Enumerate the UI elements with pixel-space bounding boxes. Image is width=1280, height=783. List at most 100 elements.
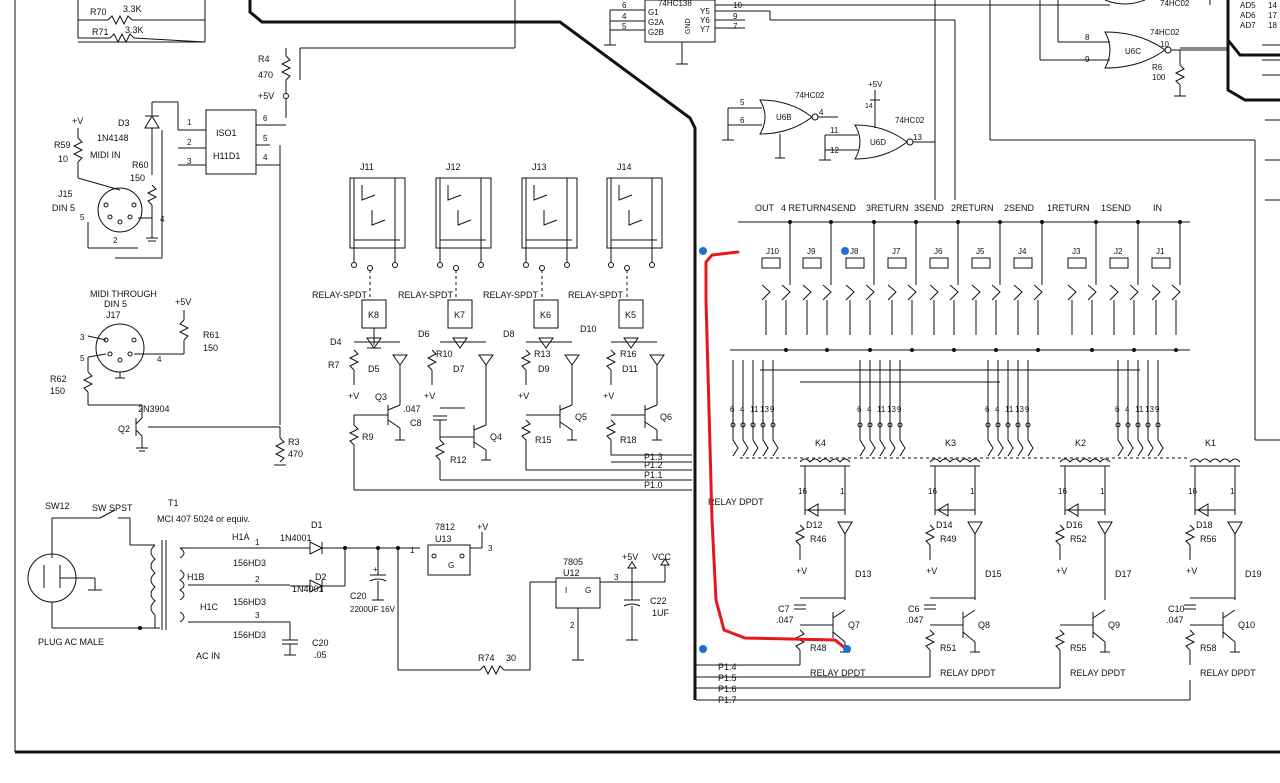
plusv-k8: +V [348, 391, 359, 401]
p14-label: P1.4 [718, 662, 737, 672]
y7-label: Y7 [700, 25, 710, 34]
pin-contact [1157, 439, 1164, 457]
r71-label: R71 [92, 27, 109, 37]
k7-label: K7 [454, 310, 465, 320]
pin-terminal [1125, 422, 1131, 428]
pin1-label: 1 [1100, 487, 1105, 496]
jack-label-j5: J5 [976, 247, 985, 256]
r55-label: R55 [1070, 643, 1087, 653]
plus5v-label: +5V [258, 91, 274, 101]
plus5v-c-label: +5V [868, 80, 883, 89]
svg-text:4: 4 [622, 12, 627, 21]
plusv-k7: +V [424, 391, 435, 401]
led-diode [1227, 521, 1243, 535]
flyback-diode [807, 503, 819, 517]
jack-contact [822, 284, 832, 301]
j13-jack: J13 RELAY-SPDT K6 D8 D9 R13 +V [483, 162, 587, 470]
pin-contact [1007, 439, 1014, 457]
relay-coil [799, 458, 851, 463]
u13-label: U13 [435, 534, 452, 544]
d13-label: D13 [855, 569, 872, 579]
r62-label: R62 [50, 374, 67, 384]
transistor-collector [962, 609, 976, 619]
r18-label: R18 [620, 435, 637, 445]
h11d1-label: H11D1 [213, 151, 240, 161]
r6-value: 100 [1152, 73, 1166, 82]
relay-dpdt-main-label: RELAY DPDT [708, 497, 764, 507]
jack-contact [781, 284, 791, 301]
g2a-label: G2A [648, 18, 665, 27]
svg-text:10: 10 [1160, 40, 1169, 49]
r51-label: R51 [940, 643, 957, 653]
ad5-label: AD5 [1240, 1, 1256, 10]
j15-label: J15 [58, 189, 73, 199]
jack-label-j4: J4 [1018, 247, 1027, 256]
n1-label: 1 [255, 538, 260, 547]
junction-dot [998, 220, 1002, 224]
pin-contact [1027, 439, 1034, 457]
pin-label: 4 [995, 405, 1000, 414]
r70-value: 3.3K [123, 4, 142, 14]
pin-terminal [897, 422, 903, 428]
pin-contact [889, 439, 896, 457]
r46-label: R46 [810, 534, 827, 544]
j13-label: J13 [532, 162, 547, 172]
svg-text:9: 9 [733, 12, 738, 21]
c7-value: .047 [776, 615, 794, 625]
d9-label: D9 [538, 364, 550, 374]
svg-text:4: 4 [819, 108, 824, 117]
jack-box [971, 257, 991, 269]
pin-label: 6 [985, 405, 990, 414]
jack-title-7: 1RETURN [1047, 203, 1090, 213]
h1b-label: H1B [187, 572, 205, 582]
relay-coil [1059, 458, 1111, 463]
pin-terminal [1155, 422, 1161, 428]
g2b-label: G2B [648, 28, 664, 37]
j14-jack: J14 RELAY-SPDT K5 D10 D11 R16 +V [568, 162, 672, 455]
q10-label: Q10 [1238, 620, 1255, 630]
resistor [1184, 524, 1196, 546]
7805-label: 7805 [563, 557, 583, 567]
r60-label: R60 [132, 160, 149, 170]
j11-label: J11 [360, 162, 374, 172]
resistor [1054, 629, 1066, 651]
resistor [1184, 629, 1196, 651]
pin-contact [997, 439, 1004, 457]
pin-terminal [857, 422, 863, 428]
jack-contact [1013, 284, 1023, 301]
ad6-label: AD6 [1240, 11, 1256, 20]
74hc02-a-label: 74HC02 [795, 91, 825, 100]
r10-label: R10 [436, 349, 453, 359]
svg-text:5: 5 [740, 98, 745, 107]
jack-box [1067, 257, 1087, 269]
junction-dot [829, 220, 833, 224]
r3-value: 470 [288, 449, 303, 459]
r70-r71-network: R70 3.3K R71 3.3K [77, 0, 206, 44]
c7-label: C7 [778, 604, 790, 614]
plusv-reg-label: +V [477, 522, 488, 532]
pin-terminal [1115, 422, 1121, 428]
jack-contact [802, 284, 812, 301]
pin-terminal [985, 422, 991, 428]
pin-terminal [1145, 422, 1151, 428]
r4-label: R4 [258, 54, 270, 64]
logic-wiring [760, 0, 1280, 441]
pin-label: 9 [1025, 405, 1030, 414]
74hc138-label: 74HC138 [658, 0, 692, 8]
plus5v-b-label: +5V [175, 297, 191, 307]
r48-label: R48 [810, 643, 827, 653]
r70-label: R70 [90, 7, 107, 17]
jack-label-j3: J3 [1072, 247, 1081, 256]
resistor [794, 524, 806, 546]
r49-label: R49 [940, 534, 957, 544]
transistor-emitter [1092, 631, 1106, 643]
svg-text:8: 8 [1085, 33, 1090, 42]
pin-terminal [867, 422, 873, 428]
d1-label: D1 [311, 520, 323, 530]
marker-dot-1 [699, 247, 707, 255]
c20b-label: C20 [312, 638, 329, 648]
r6-label: R6 [1152, 63, 1163, 72]
pin16-label: 16 [1058, 487, 1067, 496]
